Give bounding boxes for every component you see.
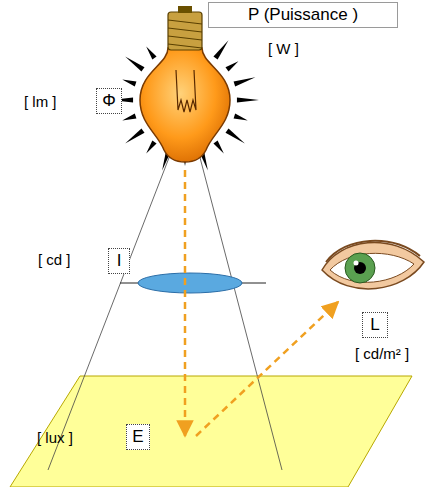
bulb-glass <box>140 48 230 162</box>
light-ray <box>213 140 223 153</box>
light-arrow <box>184 170 187 436</box>
light-ray <box>234 77 256 86</box>
light-ray <box>122 80 136 87</box>
eye <box>322 241 424 289</box>
unit-label: [ W ] <box>268 40 299 57</box>
quantity-symbol: P (Puissance ) <box>248 5 358 25</box>
symbol-box: I <box>108 248 130 274</box>
cap-tip <box>178 6 192 13</box>
unit-label: [ lm ] <box>24 93 57 110</box>
light-ray <box>146 140 156 153</box>
cone-edge <box>48 150 172 470</box>
quantity-symbol: Φ <box>102 91 116 111</box>
quantity-symbol: I <box>117 251 122 271</box>
light-ray <box>125 128 144 143</box>
light-ray <box>122 114 136 121</box>
unit-label: [ cd ] <box>38 251 71 268</box>
symbol-box: E <box>126 424 150 450</box>
intensity-disc <box>138 273 242 293</box>
symbol-box: Φ <box>96 88 122 114</box>
light-ray <box>234 114 248 121</box>
quantity-symbol: E <box>132 427 143 447</box>
light-ray <box>213 40 228 59</box>
light-ray <box>146 47 156 60</box>
reflection-arrow <box>196 302 338 436</box>
quantity-box: P (Puissance ) <box>208 2 398 28</box>
quantity-symbol: L <box>370 315 379 335</box>
cone-edge <box>198 150 282 470</box>
filament <box>176 70 196 112</box>
light-rays <box>111 40 259 170</box>
unit-label: [ lux ] <box>37 429 73 446</box>
symbol-box: L <box>362 312 388 338</box>
light-ray <box>225 61 238 71</box>
unit-label: [ cd/m² ] <box>355 345 409 362</box>
bulb-cap <box>168 12 202 50</box>
lit-surface <box>10 376 412 487</box>
cap-thread <box>168 20 202 48</box>
light-ray <box>225 128 244 143</box>
light-ray <box>125 57 144 72</box>
light-ray <box>237 97 259 102</box>
